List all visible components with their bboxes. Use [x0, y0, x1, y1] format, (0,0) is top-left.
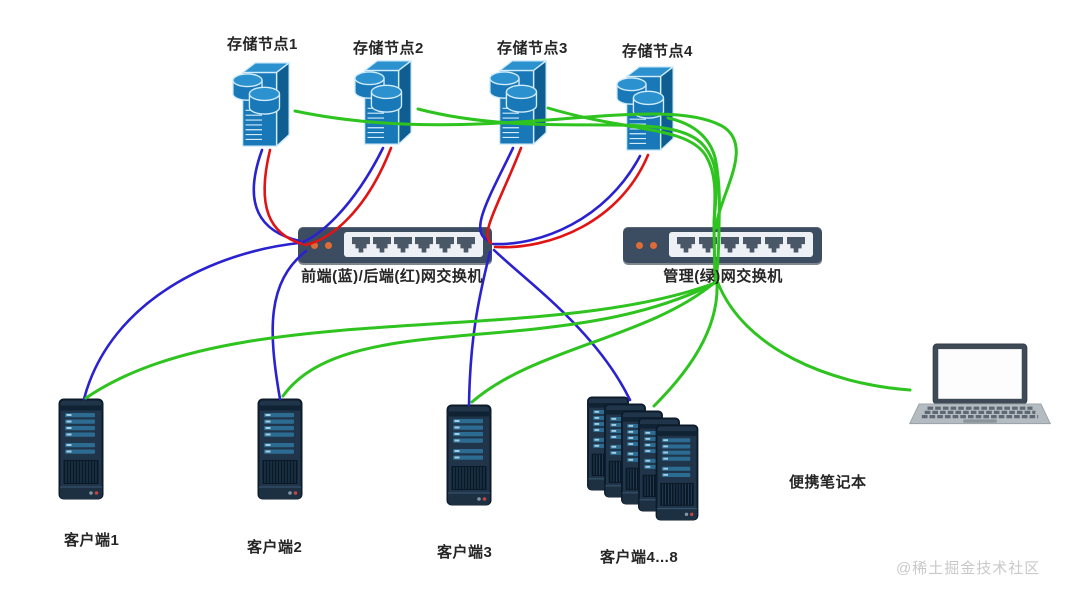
storage-node-3-label: 存储节点3 [497, 40, 568, 57]
frontend-backend-switch-label: 前端(蓝)/后端(红)网交换机 [301, 268, 483, 285]
cable-mgmt-laptop [716, 281, 912, 392]
client-stack-tower-icon [654, 424, 700, 521]
rj45-port-icon [677, 236, 695, 253]
storage-node-4-label: 存储节点4 [622, 43, 693, 60]
cable-back-storage1 [263, 148, 304, 246]
management-switch-label: 管理(绿)网交换机 [663, 268, 783, 285]
client-2-label: 客户端2 [247, 539, 303, 556]
led-icon [325, 242, 332, 249]
rj45-port-icon [457, 236, 475, 253]
rj45-port-icon [394, 236, 412, 253]
rj45-port-icon [699, 236, 717, 253]
switch-led-lights [311, 242, 332, 249]
cable-front-clients4-8 [492, 248, 632, 402]
led-icon [650, 242, 657, 249]
cable-front-client1 [82, 241, 301, 401]
cable-front-storage1 [252, 148, 302, 243]
storage-node-4-icon [614, 61, 680, 158]
rj45-port-icon [415, 236, 433, 253]
laptop-label: 便携笔记本 [789, 474, 867, 491]
switch-port-panel [344, 232, 483, 257]
storage-node-2-icon [352, 55, 418, 152]
client-1-label: 客户端1 [64, 532, 120, 549]
storage-node-1-icon [230, 57, 296, 154]
led-icon [311, 242, 318, 249]
rj45-port-icon [352, 236, 370, 253]
switch-led-lights [636, 242, 657, 249]
rj45-port-icon [436, 236, 454, 253]
cable-mgmt-client3 [470, 281, 716, 404]
client-1-icon [58, 398, 104, 500]
cable-front-storage4 [491, 154, 642, 246]
cable-mgmt-client1 [84, 281, 717, 400]
storage-node-3-icon [487, 55, 553, 152]
switch-port-panel [669, 232, 813, 257]
management-switch-icon [623, 227, 822, 263]
laptop-icon [905, 341, 1055, 435]
rj45-port-icon [787, 236, 805, 253]
cable-mgmt-clients4-8 [652, 281, 719, 408]
client-2-icon [257, 398, 303, 500]
storage-node-1-label: 存储节点1 [227, 36, 298, 53]
watermark: @稀土掘金技术社区 [896, 560, 1041, 577]
clients-4-8-label: 客户端4...8 [600, 549, 679, 566]
rj45-port-icon [721, 236, 739, 253]
rj45-port-icon [743, 236, 761, 253]
rj45-port-icon [765, 236, 783, 253]
led-icon [636, 242, 643, 249]
frontend-backend-switch-icon [298, 227, 492, 263]
client-3-label: 客户端3 [437, 544, 493, 561]
client-3-icon [446, 404, 492, 506]
storage-node-2-label: 存储节点2 [353, 40, 424, 57]
rj45-port-icon [373, 236, 391, 253]
cable-back-storage3 [486, 146, 523, 245]
cable-mgmt-client2 [281, 281, 717, 398]
